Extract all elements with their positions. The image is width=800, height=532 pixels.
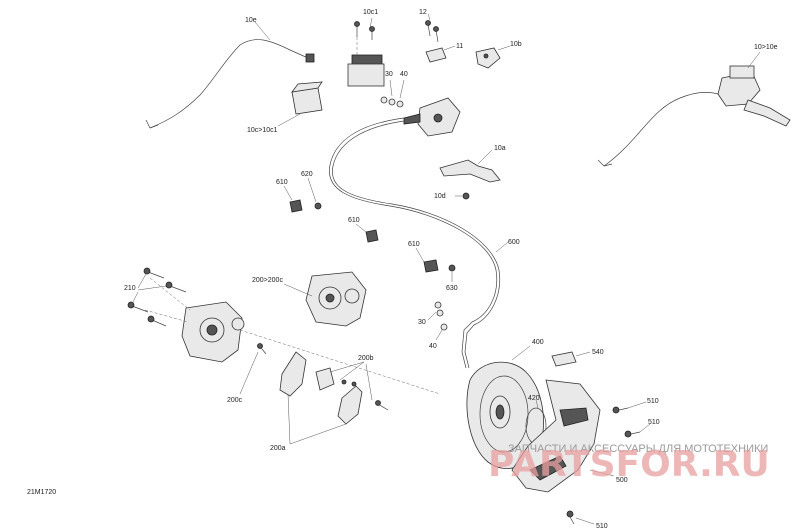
disc-guard-500 [511, 379, 615, 493]
callout-540: 540 [592, 349, 604, 356]
callout-420: 420 [528, 395, 540, 402]
callout-40-top: 40 [400, 71, 408, 78]
callout-610-b: 610 [348, 217, 360, 224]
screws-510 [566, 401, 651, 525]
pads-200a-200b [279, 351, 389, 445]
callout-200c: 200c [227, 397, 243, 404]
bracket-10b [475, 45, 511, 69]
callout-400: 400 [532, 339, 544, 346]
brake-disc-400 [466, 345, 544, 469]
callout-610-c: 610 [408, 241, 420, 248]
callout-200b: 200b [358, 355, 374, 362]
callout-620: 620 [301, 171, 313, 178]
callout-30-mid: 30 [418, 319, 426, 326]
callout-11: 11 [456, 43, 463, 50]
callout-630: 630 [446, 285, 458, 292]
callout-200-to-200c: 200>200c [252, 277, 283, 284]
callout-12: 12 [419, 9, 427, 16]
callout-10c1: 10c1 [363, 9, 378, 16]
callout-40-mid: 40 [429, 343, 437, 350]
reservoir-10c1 [347, 17, 385, 87]
clamp-11 [425, 45, 456, 63]
watermark-tagline: ЗАПЧАСТИ И АКСЕССУАРЫ ДЛЯ МОТОТЕХНИКИ [508, 443, 768, 455]
handlebar-assembly [597, 51, 791, 167]
callout-10-to-10e: 10>10e [754, 44, 778, 51]
sticker-540 [551, 351, 591, 367]
callout-600: 600 [508, 239, 520, 246]
callout-10c-to-10c1: 10c>10c1 [247, 127, 278, 134]
bolts-210 [127, 267, 187, 327]
caliper-200 [144, 277, 441, 395]
bleeder-200c [239, 343, 267, 395]
callout-500: 500 [616, 477, 628, 484]
drawing-reference: 21M1720 [27, 489, 56, 496]
brake-hose-600 [329, 117, 509, 369]
callout-10e: 10e [245, 17, 257, 24]
callout-610-a: 610 [276, 179, 288, 186]
brake-lever-10a [439, 149, 501, 200]
callout-10d: 10d [434, 193, 446, 200]
callout-210: 210 [124, 285, 136, 292]
callout-510-b: 510 [648, 419, 660, 426]
callout-510-c: 510 [596, 523, 608, 530]
callout-labels: 10e 10c1 12 11 10b 10>10e 30 40 10c>10c1… [124, 9, 778, 530]
reservoir-10c [277, 81, 323, 127]
master-cylinder-10a [380, 79, 461, 137]
callout-30-top: 30 [385, 71, 393, 78]
brake-wire-10e [145, 21, 315, 129]
watermark-logo: PARTSFOR.RU [488, 444, 770, 485]
callout-510-a: 510 [647, 398, 659, 405]
caliper-pistons-200c [283, 271, 367, 327]
callout-200a: 200a [270, 445, 286, 452]
screws-12 [425, 13, 439, 43]
callout-10a: 10a [494, 145, 506, 152]
clips-610-620 [283, 177, 456, 341]
callout-10b: 10b [510, 41, 522, 48]
